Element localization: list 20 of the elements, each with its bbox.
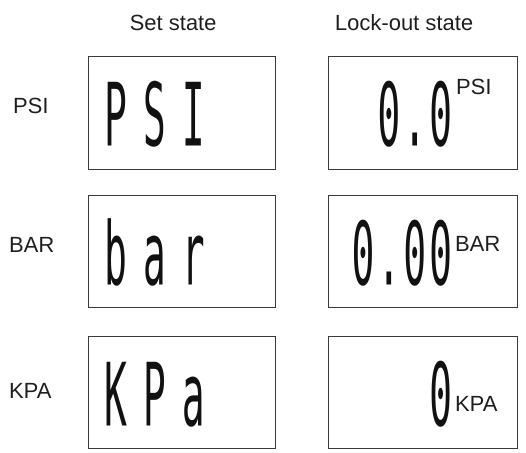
lcd-display xyxy=(88,336,276,449)
column-header: Set state xyxy=(128,12,218,34)
lcd-display xyxy=(88,195,276,308)
lcd-reading: 0 xyxy=(429,352,455,440)
lcd-reading: 0.0 xyxy=(377,72,455,160)
unit-label: BAR xyxy=(455,233,500,255)
unit-label: KPA xyxy=(455,393,498,415)
row-label: BAR xyxy=(9,234,54,256)
lcd-reading: 0.00 xyxy=(351,211,455,298)
lcd-display xyxy=(328,195,518,308)
lcd-display xyxy=(88,56,276,170)
row-label: KPA xyxy=(9,380,52,402)
unit-label: PSI xyxy=(456,76,492,98)
row-label: PSI xyxy=(13,95,48,117)
lcd-display xyxy=(328,56,518,170)
lcd-reading: KPa xyxy=(104,352,221,440)
column-header: Lock-out state xyxy=(334,12,474,34)
lcd-reading: PSI xyxy=(104,72,221,160)
lcd-reading: bar xyxy=(104,211,221,298)
lcd-display xyxy=(328,336,518,449)
